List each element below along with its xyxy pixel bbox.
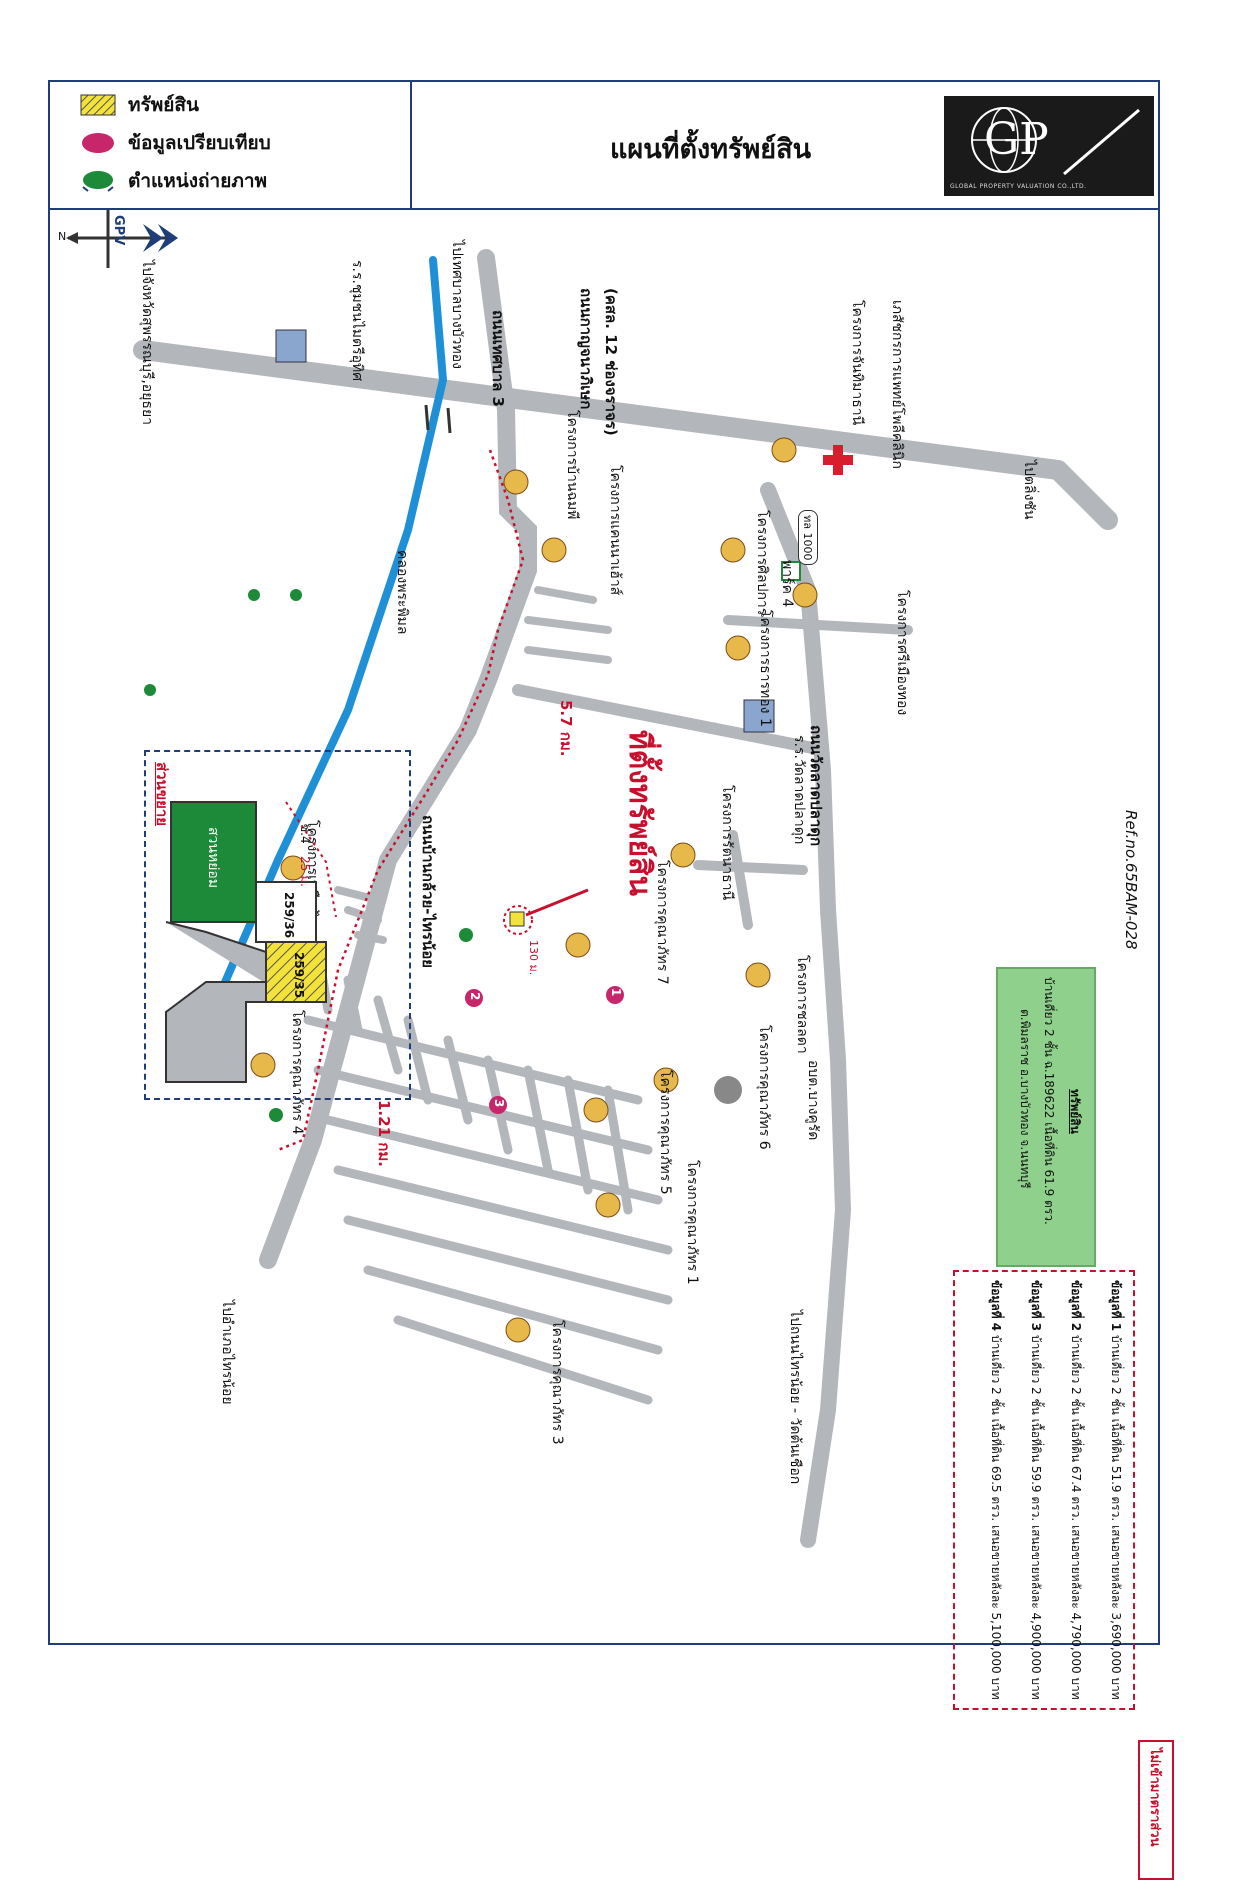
road-label-12-lanes: (คสล. 12 ช่องจราจร) <box>602 288 620 436</box>
distance-130m: 130 ม. <box>527 940 540 976</box>
place-label: โครงการศรีเมืองทอง <box>894 590 910 716</box>
asset-marker <box>503 888 589 935</box>
roads <box>133 249 1118 1548</box>
place-label: อบต.บางคูรัด <box>805 1060 821 1141</box>
project-house-icons <box>250 437 818 1343</box>
comparison-row-3-text: บ้านเดี่ยว 2 ชั้น เนื้อที่ดิน 59.9 ตรว. … <box>1029 1334 1043 1700</box>
canal-label: คลองพระพิมล <box>394 550 410 635</box>
compass-north-label: N <box>58 230 67 243</box>
comparison-row-4-label: ข้อมูลที่ 4 <box>989 1280 1003 1332</box>
legend-photo-label: ตำแหน่งถ่ายภาพ <box>128 170 268 192</box>
inset-lot-b-label: 259/35 <box>292 952 306 999</box>
logo-letters: GP <box>984 114 1049 165</box>
place-label: โครงการจันทิมาธานี <box>849 300 865 426</box>
legend-item-photo: ตำแหน่งถ่ายภาพ <box>80 166 267 196</box>
place-label: ร.ร.ชุมชนไมตรีอุทิศ <box>349 260 365 382</box>
road-label-banklual: ถนนบ้านกล้วย-ไทรน้อย <box>419 815 437 969</box>
place-label: โครงการคุณาภัทร 3 <box>549 1320 565 1445</box>
legend-item-asset: ทรัพย์สิน <box>80 90 199 120</box>
place-label: โครงการบ้านฉมพี <box>564 410 580 520</box>
place-label: ร.ร.วัดลาดปลาดุก <box>791 735 807 845</box>
inset-lot-b <box>265 941 327 1003</box>
green-camera-dot-icon <box>82 171 114 192</box>
globe-logo-icon <box>971 107 1140 176</box>
place-label: โครงการคุณาภัทร 1 <box>684 1160 700 1285</box>
comparison-row-4-text: บ้านเดี่ยว 2 ชั้น เนื้อที่ดิน 69.5 ตรว. … <box>989 1334 1003 1700</box>
scale-note-box: ไม่เข้ามาตราส่วน <box>1138 1740 1174 1880</box>
place-label: โครงการรัตนาธานี <box>719 785 735 901</box>
legend-compare-label: ข้อมูลเปรียบเทียบ <box>128 132 271 154</box>
comparison-row-2: ข้อมูลที่ 2 บ้านเดี่ยว 2 ชั้น เนื้อที่ดิ… <box>1066 1280 1085 1700</box>
map-header: ทรัพย์สิน ข้อมูลเปรียบเทียบ ตำแหน่งถ่ายภ… <box>50 82 1158 210</box>
tao-emblem-icon <box>714 1076 742 1104</box>
place-label: โครงการคุณาภัทร 5 <box>657 1070 673 1195</box>
map-canvas <box>66 210 1118 1548</box>
school-icon <box>275 329 775 733</box>
hatched-square-icon <box>80 94 116 116</box>
comparison-row-2-label: ข้อมูลที่ 2 <box>1069 1280 1083 1332</box>
comparison-box: ข้อมูลที่ 1 บ้านเดี่ยว 2 ชั้น เนื้อที่ดิ… <box>953 1270 1135 1710</box>
place-label: เภสัชกรการแพทย์โพลีคลินิก <box>889 300 905 469</box>
compare-marker-1: 1 <box>609 988 623 997</box>
logo-subtitle: GLOBAL PROPERTY VALUATION CO.,LTD. <box>950 183 1087 190</box>
asset-info-line2: ต.พิมลราช อ.บางบัวทอง จ.นนทบุรี <box>1018 1009 1032 1189</box>
inset-soi-label: ซ.4 <box>298 824 312 844</box>
asset-info-title: ทรัพย์สิน <box>1068 1089 1082 1134</box>
inset-distance: 25 ม. <box>298 856 312 887</box>
scale-note-text: ไม่เข้ามาตราส่วน <box>1147 1748 1162 1847</box>
inset-park-label: สวนหย่อม <box>205 827 221 889</box>
inset-lot-a-label: 259/36 <box>282 892 296 939</box>
map-page: ทรัพย์สิน ข้อมูลเปรียบเทียบ ตำแหน่งถ่ายภ… <box>48 80 1174 1880</box>
place-label: โครงการแคนนาเฮ้าส์ <box>607 465 623 596</box>
compass-icon <box>66 210 178 268</box>
comparison-row-3-label: ข้อมูลที่ 3 <box>1029 1280 1043 1332</box>
road-label-suphan: ไปจังหวัดสุพรรณบุรี,อยุธยา <box>139 260 155 426</box>
comparison-row-3: ข้อมูลที่ 3 บ้านเดี่ยว 2 ชั้น เนื้อที่ดิ… <box>1026 1280 1045 1700</box>
comparison-row-4: ข้อมูลที่ 4 บ้านเดี่ยว 2 ชั้น เนื้อที่ดิ… <box>986 1280 1005 1700</box>
map-frame: ทรัพย์สิน ข้อมูลเปรียบเทียบ ตำแหน่งถ่ายภ… <box>48 80 1160 1645</box>
comparison-row-1-text: บ้านเดี่ยว 2 ชั้น เนื้อที่ดิน 51.9 ตรว. … <box>1109 1334 1123 1700</box>
road-label-kanchanaphisek: ถนนกาญจนาภิเษก <box>577 288 595 410</box>
map-area: ไปจังหวัดสุพรรณบุรี,อยุธยา ไปเทศบาลบางบั… <box>48 210 1174 1880</box>
reference-number: Ref.no.65BAM-028 <box>1122 810 1140 950</box>
asset-info-line1: บ้านเดี่ยว 2 ชั้น ฉ.189622 เนื้อที่ดิน 6… <box>1042 977 1056 1225</box>
hospital-icon <box>823 445 853 475</box>
road-kanchanaphisek <box>133 340 1068 480</box>
inset-title: ส่วนขยาย <box>153 762 171 827</box>
legend: ทรัพย์สิน ข้อมูลเปรียบเทียบ ตำแหน่งถ่ายภ… <box>50 82 412 208</box>
distance-5-7km: 5.7 กม. <box>557 700 575 757</box>
company-logo: GP GLOBAL PROPERTY VALUATION CO.,LTD. <box>944 96 1154 196</box>
place-label: พาร์ค 4 <box>779 560 795 608</box>
place-label: โครงการคุณาภัทร 7 <box>654 860 670 985</box>
compare-marker-3: 3 <box>492 1099 506 1108</box>
legend-asset-label: ทรัพย์สิน <box>128 94 199 116</box>
road-label-talingchan: ไปตลิ่งชัน <box>1021 460 1037 520</box>
place-label: โครงการศิลปการ <box>754 510 770 616</box>
place-label: โครงการธารทอง 1 <box>757 610 773 727</box>
comparison-row-1-label: ข้อมูลที่ 1 <box>1109 1280 1123 1332</box>
asset-info-box: ทรัพย์สิน บ้านเดี่ยว 2 ชั้น ฉ.189622 เนื… <box>996 967 1096 1267</box>
road-label-wat-tonchueak: ไปถนนไทรน้อย - วัดต้นเชือก <box>787 1310 803 1485</box>
inset-map: ส่วนขยาย สวนหย่อม 259/36 259/35 ซ.4 25 ม… <box>144 750 411 1100</box>
road-label-sainoi-district: ไปอำเภอไทรน้อย <box>219 1300 235 1405</box>
comparison-row-2-text: บ้านเดี่ยว 2 ชั้น เนื้อที่ดิน 67.4 ตรว. … <box>1069 1334 1083 1700</box>
road-label-thesaban3: ถนนเทศบาล 3 <box>489 310 507 407</box>
convenience-store-icon <box>781 561 801 581</box>
comparison-row-1: ข้อมูลที่ 1 บ้านเดี่ยว 2 ชั้น เนื้อที่ดิ… <box>1106 1280 1125 1700</box>
highway-badge: ทล 1000 <box>798 510 818 566</box>
red-dot-icon <box>82 133 114 153</box>
photo-points <box>144 589 473 1122</box>
place-label: โครงการชลลดา <box>794 955 810 1054</box>
compare-marker-2: 2 <box>468 992 482 1001</box>
page-title: แผนที่ตั้งทรัพย์สิน <box>610 134 812 165</box>
place-label: โครงการคุณาภัทร 6 <box>756 1025 772 1150</box>
legend-item-compare: ข้อมูลเปรียบเทียบ <box>80 128 271 158</box>
road-label-bangbuathong: ไปเทศบาลบางบัวทอง <box>449 240 465 369</box>
inset-canvas <box>165 801 337 1083</box>
bridge-icon <box>424 404 452 434</box>
distance-1-21km: 1.21 กม. <box>375 1100 393 1167</box>
compass-brand: GPV <box>111 215 126 246</box>
